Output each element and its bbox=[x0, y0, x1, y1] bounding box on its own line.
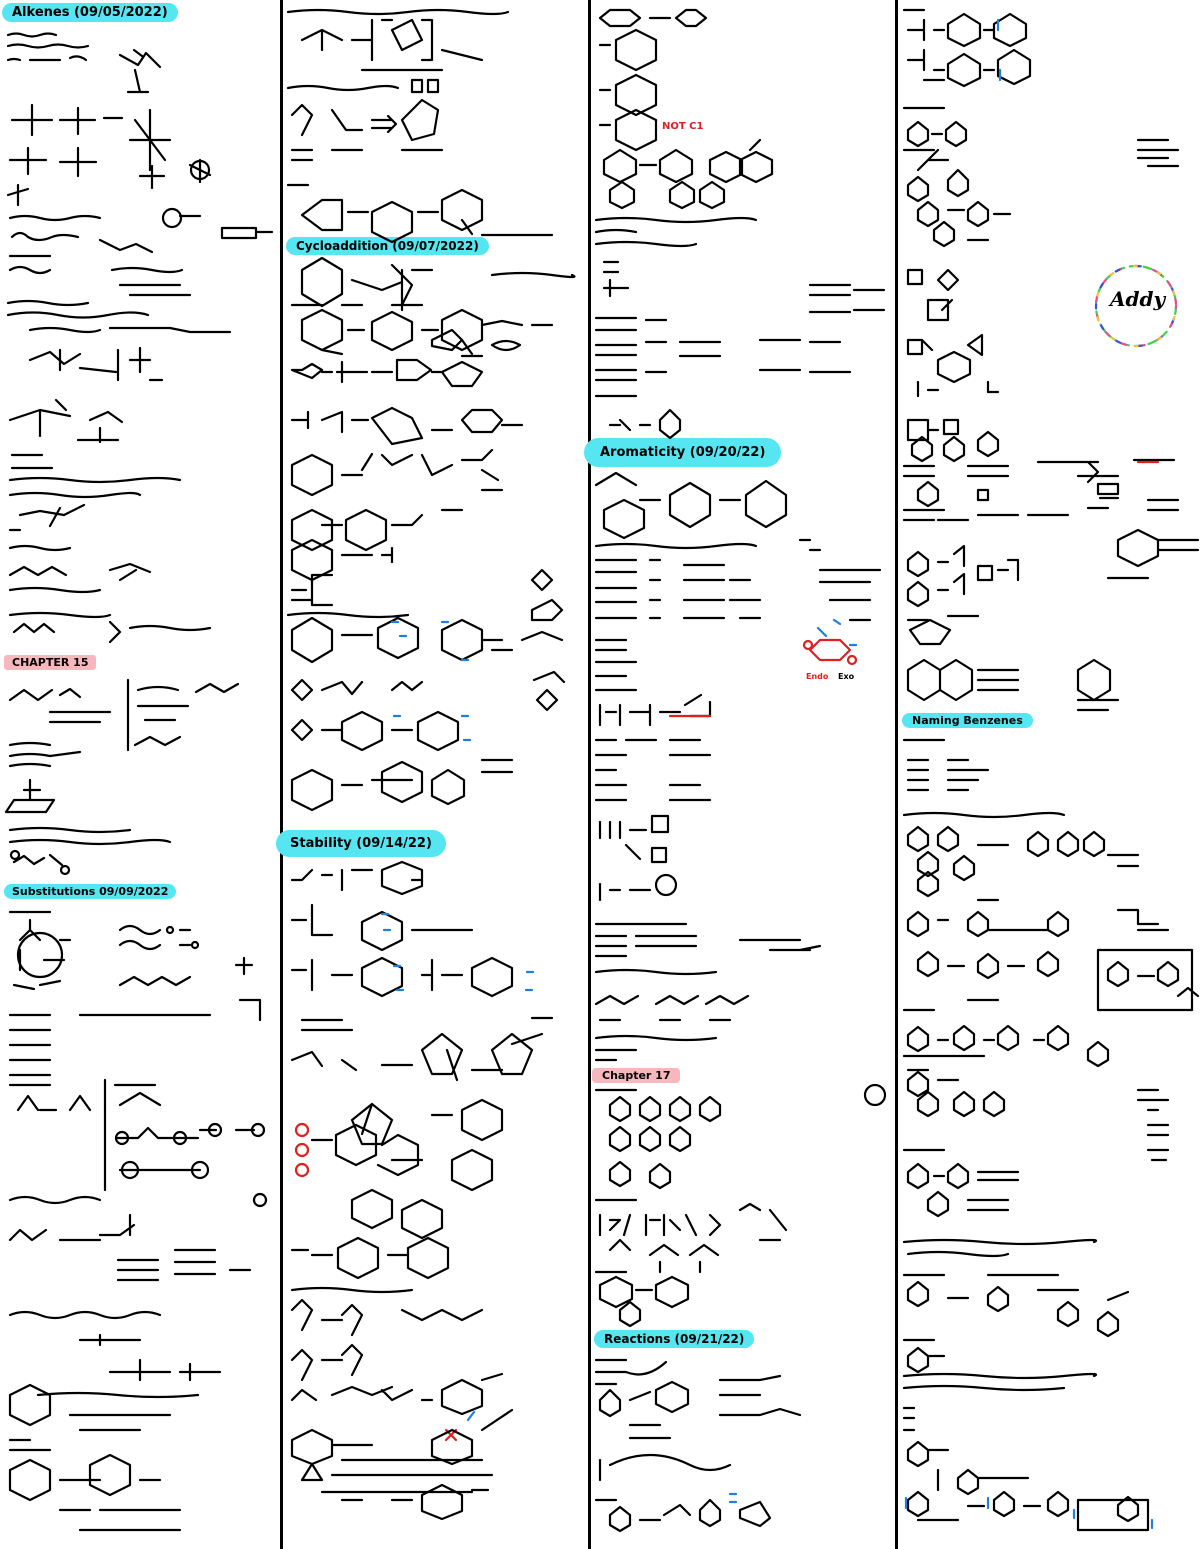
wreath-badge-icon bbox=[1094, 264, 1178, 348]
heading-naming-benzenes: Naming Benzenes bbox=[902, 713, 1033, 728]
column-2-notes bbox=[286, 8, 576, 1521]
column-3-notes bbox=[594, 8, 887, 1533]
heading-substitution: Substitutions 09/09/2022 bbox=[4, 884, 177, 899]
heading-chapter-15: CHAPTER 15 bbox=[4, 655, 97, 670]
column-divider-2 bbox=[588, 0, 591, 1549]
heading-chapter-17: Chapter 17 bbox=[592, 1068, 681, 1083]
heading-alkenes: Alkenes (09/05/2022) bbox=[2, 3, 178, 22]
column-divider-3 bbox=[895, 0, 898, 1549]
badge-label: Addy bbox=[1110, 287, 1166, 311]
column-1-notes bbox=[4, 32, 274, 1532]
heading-aromaticity: Aromaticity (09/20/22) bbox=[584, 438, 782, 467]
heading-stability: Stability (09/14/22) bbox=[276, 830, 446, 857]
heading-cycloaddition: Cycloaddition (09/07/2022) bbox=[286, 237, 489, 255]
heading-reactions: Reactions (09/21/22) bbox=[594, 1330, 755, 1348]
column-4-notes bbox=[902, 8, 1200, 1532]
endo-label: Endo bbox=[806, 672, 829, 681]
not-c1-note: NOT C1 bbox=[662, 121, 704, 132]
exo-label: Exo bbox=[838, 672, 855, 681]
column-divider-1 bbox=[280, 0, 283, 1549]
